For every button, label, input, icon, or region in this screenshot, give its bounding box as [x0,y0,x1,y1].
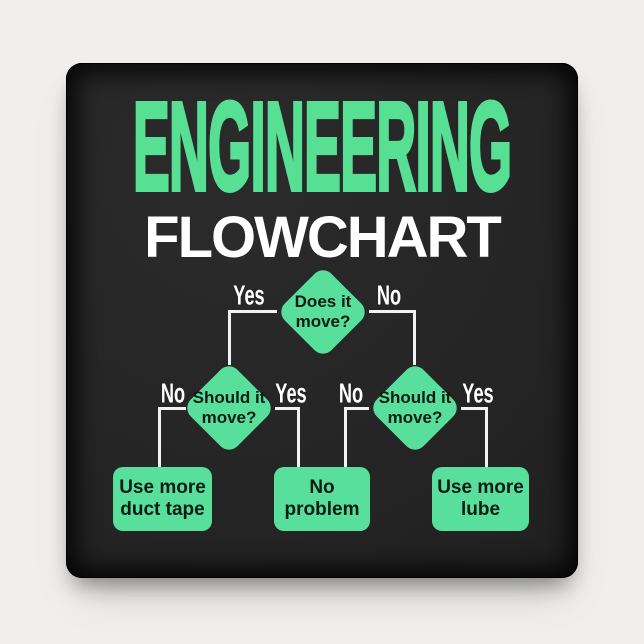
connector-left-yes-vertical [297,407,300,467]
branch-label-right-yes: Yes [462,377,494,409]
connector-left-no-vertical [158,407,161,467]
branch-label-left-no: No [160,377,186,409]
title-row: ENGINEERING [66,82,578,212]
decision-label-should-it-move-right: Should it move? [378,388,452,427]
outcome-box-lube: Use more lube [432,467,529,531]
connector-root-no-horizontal [369,310,416,313]
poster-title: ENGINEERING [132,76,513,217]
connector-root-yes-vertical [228,310,231,365]
poster-subtitle: FLOWCHART [144,205,502,270]
outcome-box-no-problem: No problem [274,467,370,531]
connector-left-yes-horizontal [275,407,300,410]
connector-right-yes-horizontal [461,407,488,410]
connector-root-no-vertical [413,310,416,365]
connector-left-no-horizontal [158,407,186,410]
connector-right-no-vertical [344,407,347,467]
branch-label-right-no: No [338,377,364,409]
connector-root-yes-horizontal [228,310,277,313]
connector-right-no-horizontal [344,407,369,410]
decision-label-does-it-move: Does it move? [294,292,352,331]
branch-label-root-yes: Yes [233,279,265,311]
flowchart: Does it move? Should it move? Should it … [66,63,578,578]
branch-label-left-yes: Yes [275,377,307,409]
connector-right-yes-vertical [485,407,488,467]
outcome-box-duct-tape: Use more duct tape [113,467,212,531]
decision-label-should-it-move-left: Should it move? [192,388,266,427]
magnet-tile: ENGINEERING FLOWCHART Does it move? Shou… [66,63,578,578]
branch-label-root-no: No [376,279,402,311]
